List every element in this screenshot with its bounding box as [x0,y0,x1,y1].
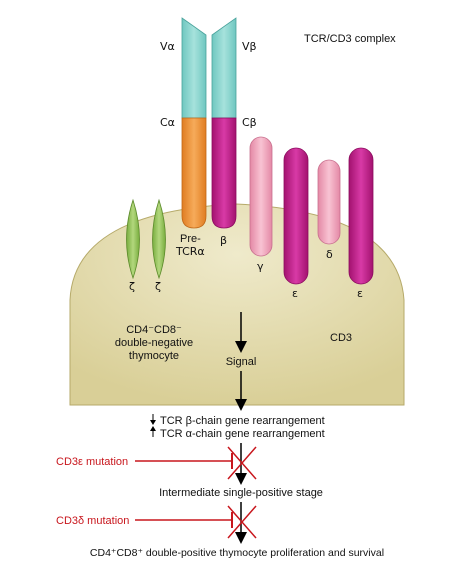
cd3-gamma-chain [249,136,273,257]
cd3e-mutation-label: CD3ε mutation [56,456,128,468]
down-small-arrow [150,414,156,425]
cd3d-inhibition [135,505,257,539]
zeta-label-2: ζ [155,280,161,293]
arrow-to-rearrangement [235,371,247,411]
up-small-arrow [150,426,156,437]
cd3-delta-chain [317,159,341,245]
zeta-label-1: ζ [129,280,135,293]
cell-label-line3: thymocyte [129,350,179,362]
arrow-to-double-positive [235,502,247,544]
pre-tcr-label-line2: TCRα [175,245,205,258]
pre-tcr-label-line1: Pre- [180,233,201,245]
tcr-beta-chain [211,17,237,229]
cd3-epsilon-chain-2 [348,147,374,285]
delta-label: δ [326,248,333,261]
cell-label-line2: double-negative [115,337,193,349]
pre-tcr-alpha-chain [181,17,207,229]
cd3-label: CD3 [330,332,352,344]
zeta-chain-2 [152,198,166,280]
beta-chain-label: β [220,234,227,247]
v-beta-label: Vβ [242,40,257,53]
epsilon-label-1: ε [292,287,298,300]
v-alpha-label: Vα [160,40,175,53]
cd3-epsilon-chain-1 [283,147,309,285]
zeta-chain-1 [126,198,140,280]
epsilon-label-2: ε [357,287,363,300]
signal-label: Signal [226,356,257,368]
cell-label-line1: CD4⁻CD8⁻ [126,324,182,336]
rearrangement-alpha: TCR α-chain gene rearrangement [160,428,325,440]
c-beta-label: Cβ [242,116,257,129]
c-alpha-label: Cα [160,116,175,129]
final-stage-label: CD4⁺CD8⁺ double-positive thymocyte proli… [90,547,384,559]
cd3d-mutation-label: CD3δ mutation [56,515,129,527]
arrow-to-signal [235,312,247,353]
intermediate-stage-label: Intermediate single-positive stage [159,487,323,499]
arrow-to-intermediate [235,443,247,485]
cd3e-inhibition [135,446,257,480]
complex-title: TCR/CD3 complex [304,33,396,45]
rearrangement-beta: TCR β-chain gene rearrangement [160,415,325,427]
gamma-label: γ [257,260,264,273]
